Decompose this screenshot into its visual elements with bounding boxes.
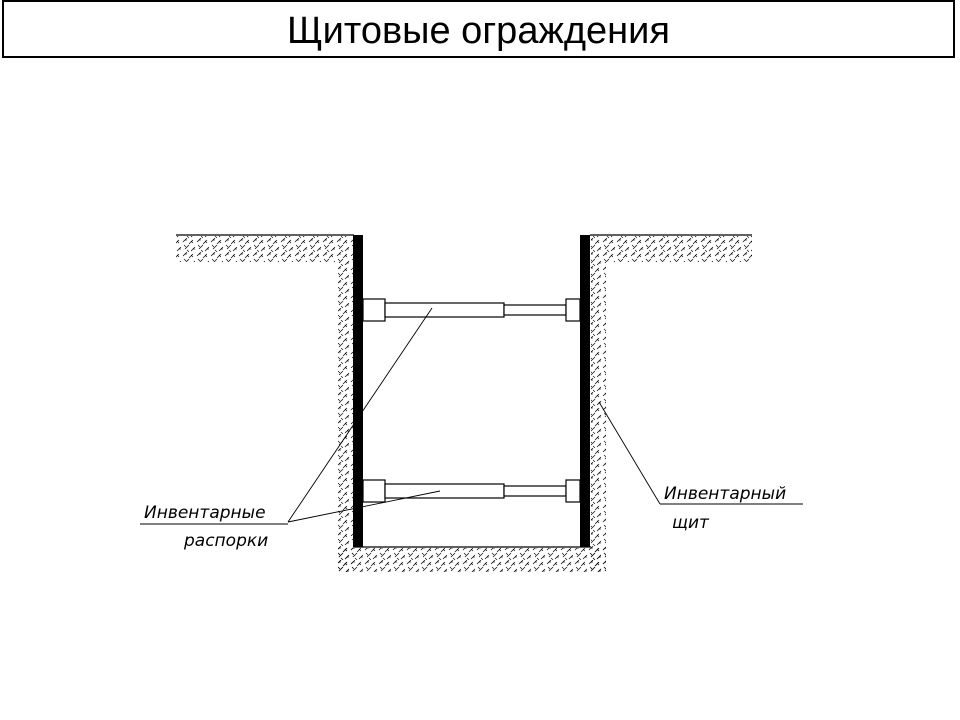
struts-label-line1: Инвентарные [144, 503, 266, 523]
leader-lines [140, 307, 803, 525]
struts-label-line2: распорки [183, 531, 268, 551]
right-shield [580, 235, 590, 547]
page-title: Щитовые ограждения [287, 10, 670, 52]
title-bar: Щитовые ограждения [2, 0, 955, 58]
shield-label-line1: Инвентарный [664, 484, 786, 504]
shield-label-line2: щит [672, 513, 710, 533]
lower-strut [362, 479, 581, 503]
upper-strut [362, 298, 581, 322]
soil-hatching [176, 236, 752, 572]
left-shield [353, 235, 363, 547]
